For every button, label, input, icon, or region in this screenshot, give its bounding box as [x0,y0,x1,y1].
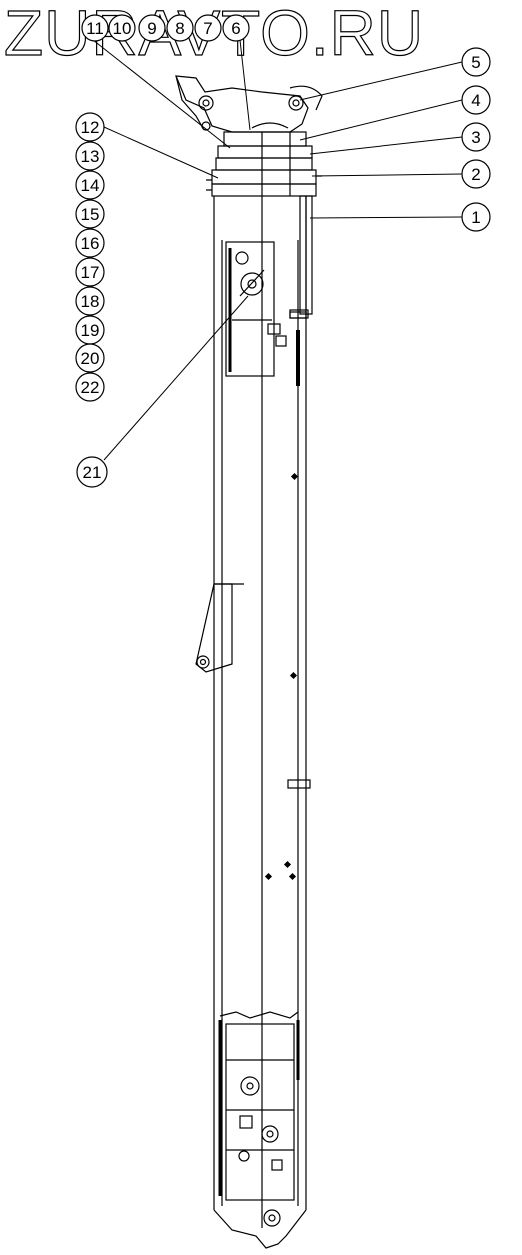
callout-right-4-circle [461,85,491,115]
callout-left-15-circle [75,199,105,229]
callout-lower-21-circle [76,456,108,488]
callout-left-18-circle [75,286,105,316]
callout-top-8-circle [166,14,194,42]
leader-lines [92,39,463,461]
callout-top-10-label: 10 [113,19,132,38]
callout-left-19-label: 19 [81,321,100,340]
callout-top-11-circle [81,14,109,42]
callout-right-3-circle [461,122,491,152]
callout-right-4-label: 4 [471,91,480,110]
callout-top-9-circle [138,14,166,42]
callout-left-13-circle [75,141,105,171]
callout-left-18-label: 18 [81,292,100,311]
callout-top-11-label: 11 [86,19,104,38]
callout-right-5-label: 5 [471,53,480,72]
main-drawing [175,75,323,1249]
callout-top-7-label: 7 [203,19,212,38]
callout-left-13-label: 13 [81,147,100,166]
callout-left-17-label: 17 [81,263,100,282]
callout-left-12-circle [75,112,105,142]
callout-right-1-circle [461,202,491,232]
callout-right-5-circle [461,47,491,77]
callout-top-8-label: 8 [175,19,184,38]
callout-right-3-label: 3 [471,128,480,147]
callout-lower-21-label: 21 [83,463,102,482]
callout-top-7-circle [194,14,222,42]
callout-left-12-label: 12 [81,118,100,137]
callout-top-10-circle [108,14,136,42]
callout-left-16-label: 16 [81,234,100,253]
bolt-markers [264,472,299,881]
callout-top-6-circle [222,14,250,42]
callout-left-20-circle [75,343,105,373]
callout-left-15-label: 15 [81,205,100,224]
callout-left-22-label: 22 [81,378,100,397]
callout-left-16-circle [75,228,105,258]
callout-left-17-circle [75,257,105,287]
callout-right-2-label: 2 [471,165,480,184]
callout-left-14-circle [75,170,105,200]
callout-top-9-label: 9 [147,19,156,38]
callout-right-2-circle [461,159,491,189]
callout-left-14-label: 14 [81,176,100,195]
callout-left-22-circle [75,372,105,402]
callout-top-6-label: 6 [231,19,240,38]
callout-right-1-label: 1 [471,208,480,227]
callout-left-20-label: 20 [81,349,100,368]
